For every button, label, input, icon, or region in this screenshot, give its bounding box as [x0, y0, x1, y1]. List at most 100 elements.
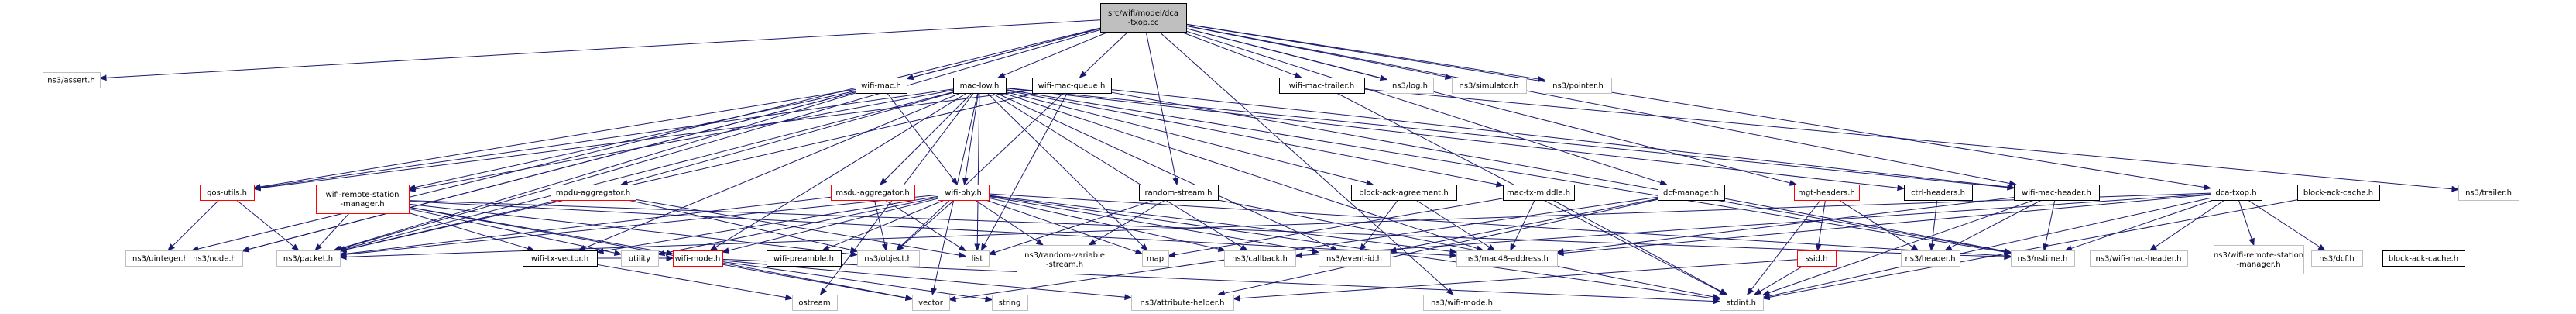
node-wifimode[interactable]: wifi-mode.h: [673, 250, 723, 267]
node-wifiphy[interactable]: wifi-phy.h: [938, 185, 990, 201]
edge-line: [986, 199, 1137, 253]
edge-maclow-to-msdu: [880, 92, 972, 185]
edge-arrowhead: [1556, 250, 1564, 257]
edge-arrowhead: [1753, 288, 1762, 295]
edge-line: [1759, 265, 1804, 292]
node-root[interactable]: src/wifi/model/dca-txop.cc: [1100, 3, 1187, 33]
node-wifimacheader[interactable]: wifi-mac-header.h: [2014, 185, 2100, 201]
node-label: ssid.h: [1805, 255, 1827, 264]
edge-arrowhead: [666, 255, 674, 261]
edge-root-to-wifimode3: [1158, 31, 1454, 295]
node-mgtheaders[interactable]: mgt-headers.h: [1794, 185, 1860, 201]
edge-line: [991, 92, 1243, 248]
node-label: -txop.cc: [1128, 19, 1159, 27]
edge-root-to-dcatxop: [1185, 23, 2212, 191]
edge-wrsm-to-object: [408, 203, 859, 257]
edge-line: [2070, 199, 2214, 249]
node-label: wifi-preamble.h: [773, 255, 834, 264]
edge-qosutils-to-uinteger: [167, 199, 220, 251]
node-label: ns3/wifi-remote-station: [2214, 251, 2303, 260]
node-ctrlheaders[interactable]: ctrl-headers.h: [1904, 185, 1973, 201]
nodes-layer: src/wifi/model/dca-txop.ccns3/assert.hwi…: [43, 3, 2519, 311]
node-randomstream[interactable]: random-stream.h: [1139, 185, 1219, 201]
node-label: vector: [918, 299, 944, 308]
node-nstime: ns3/nstime.h: [2011, 250, 2075, 267]
edge-arrowhead: [1172, 177, 1179, 186]
node-wifitxvector[interactable]: wifi-tx-vector.h: [523, 250, 598, 267]
edge-line: [1003, 31, 1109, 76]
node-wifipreamble[interactable]: wifi-preamble.h: [767, 250, 842, 267]
edge-arrowhead: [1079, 71, 1087, 78]
node-box: [187, 250, 243, 267]
edge-line: [1223, 198, 1658, 294]
node-box: [2382, 250, 2465, 267]
node-box: [2311, 250, 2363, 267]
edge-wifimacqueue-to-list: [980, 92, 1068, 252]
edge-arrowhead: [1449, 248, 1458, 255]
edge-line: [105, 19, 1101, 78]
node-dcf3: ns3/dcf.h: [2311, 250, 2363, 267]
edge-arrowhead: [821, 245, 830, 251]
node-blockackcache[interactable]: block-ack-cache.h: [2297, 185, 2380, 201]
node-label: map: [1147, 255, 1164, 264]
node-box: [2014, 185, 2100, 201]
edge-line: [596, 264, 787, 298]
node-box: [1279, 78, 1365, 94]
edge-arrowhead: [1311, 247, 1320, 254]
edge-arrowhead: [1294, 72, 1302, 78]
edge-arrowhead: [721, 247, 730, 254]
node-blockackagreement[interactable]: block-ack-agreement.h: [1351, 185, 1457, 201]
node-stdint: stdint.h: [1720, 295, 1764, 311]
node-mpdu[interactable]: mpdu-aggregator.h: [551, 185, 636, 201]
edge-arrowhead: [1720, 288, 1728, 295]
node-label: ns3/pointer.h: [1552, 82, 1604, 91]
node-attrhelper: ns3/attribute-helper.h: [1131, 295, 1234, 311]
node-dcfmanager[interactable]: dcf-manager.h: [1658, 185, 1725, 201]
edge-line: [988, 197, 1219, 250]
node-mac48: ns3/mac48-address.h: [1456, 250, 1558, 267]
edge-line: [887, 92, 954, 180]
node-dcatxop[interactable]: dca-txop.h: [2211, 185, 2262, 201]
node-box: [856, 78, 907, 94]
edge-line: [635, 198, 960, 256]
edge-wifimac-to-qosutils: [252, 88, 856, 190]
node-label: -manager.h: [2236, 261, 2280, 269]
edge-blockackagreement-to-eventid: [1359, 199, 1398, 252]
node-ssid[interactable]: ssid.h: [1797, 250, 1837, 267]
node-label: ns3/wifi-mode.h: [1431, 299, 1493, 308]
edge-line: [408, 206, 667, 254]
node-wifimac[interactable]: wifi-mac.h: [856, 78, 907, 94]
node-box: [1794, 185, 1860, 201]
node-maclow[interactable]: mac-low.h: [953, 78, 1007, 94]
node-wifimactrailer[interactable]: wifi-mac-trailer.h: [1279, 78, 1365, 94]
node-pointer: ns3/pointer.h: [1545, 78, 1612, 94]
node-eventid: ns3/event-id.h: [1319, 250, 1391, 267]
edge-wifiphy-to-eventid: [988, 196, 1320, 254]
edge-arrowhead: [996, 72, 1006, 78]
edge-mgtheaders-to-stdint: [1746, 199, 1821, 296]
node-qosutils[interactable]: qos-utils.h: [200, 185, 255, 201]
node-wifimacqueue[interactable]: wifi-mac-queue.h: [1032, 78, 1112, 94]
node-label: wifi-mac-header.h: [2022, 189, 2091, 198]
node-box: [1224, 250, 1296, 267]
edge-line: [1768, 197, 2211, 297]
node-list: list: [966, 250, 990, 267]
node-label: ns3/callback.h: [1232, 255, 1288, 264]
node-label: ns3/node.h: [193, 255, 236, 264]
node-label: wifi-mode.h: [675, 255, 721, 264]
node-box: [2090, 250, 2188, 267]
edge-line: [1217, 199, 1714, 298]
node-wrsm[interactable]: wifi-remote-station-manager.h: [316, 185, 410, 214]
node-blockackcache3[interactable]: block-ack-cache.h: [2382, 250, 2465, 267]
node-box: [2011, 250, 2075, 267]
edge-mgtheaders-to-ssid: [1815, 199, 1826, 252]
edge-line: [1818, 199, 1826, 245]
node-label: ns3/simulator.h: [1459, 82, 1518, 91]
edge-arrowhead: [1659, 179, 1668, 186]
node-label: block-ack-cache.h: [2303, 189, 2373, 198]
edge-line: [1395, 198, 1658, 250]
edge-wifimode-to-vector: [722, 262, 914, 301]
node-mactxmiddle[interactable]: mac-tx-middle.h: [1503, 185, 1575, 201]
node-msdu[interactable]: msdu-aggregator.h: [831, 185, 915, 201]
edge-arrowhead: [338, 246, 348, 253]
